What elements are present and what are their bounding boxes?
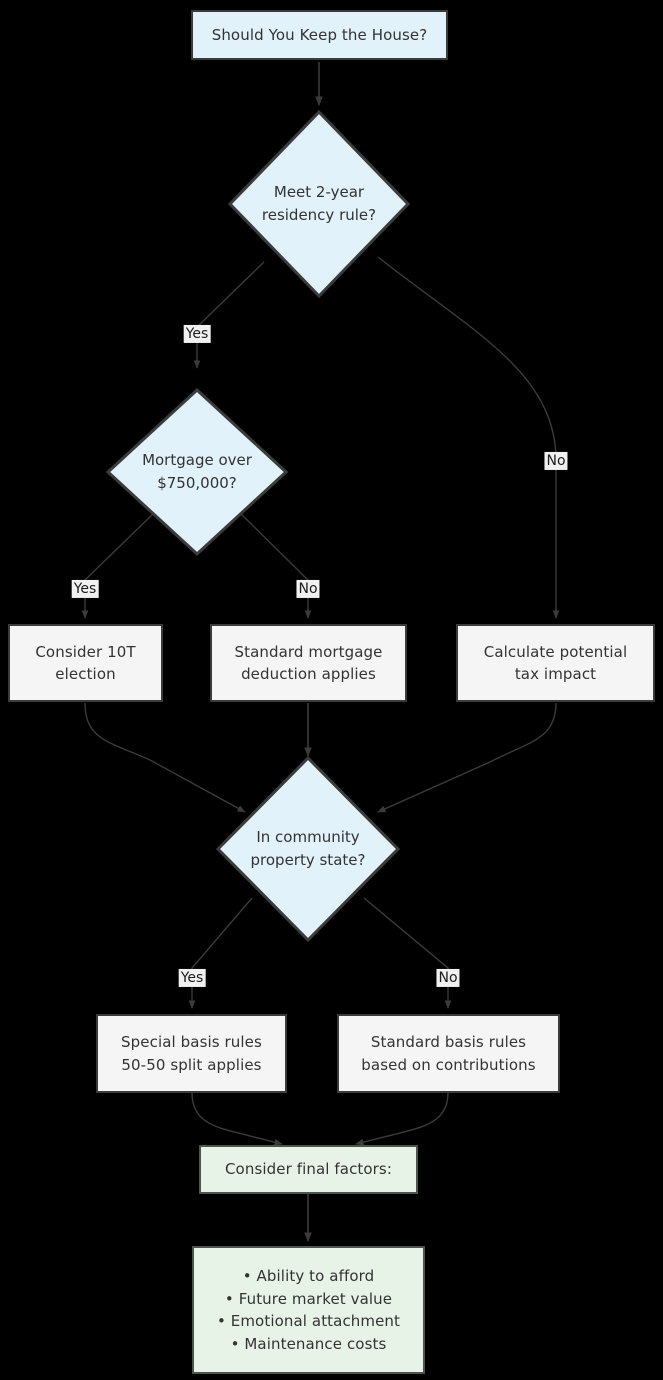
node-factors-list-label: • Ability to afford • Future market valu… <box>216 1267 401 1353</box>
edge-standard-basis-to-final-factors <box>355 1092 449 1146</box>
node-final-factors-label: Consider final factors: <box>224 1160 393 1179</box>
node-community[interactable]: In community property state? <box>216 756 400 942</box>
edge-label-community-yes: Yes <box>178 968 206 988</box>
edge-label-mortgage-yes: Yes <box>71 579 99 599</box>
node-mortgage[interactable]: Mortgage over $750,000? <box>106 388 288 556</box>
edge-label-residency-yes-text: Yes <box>185 325 209 342</box>
residency-diamond-shape <box>228 110 410 298</box>
edge-label-community-no: No <box>436 968 460 988</box>
community-diamond-shape <box>216 756 400 942</box>
node-start[interactable]: Should You Keep the House? <box>191 10 448 60</box>
edge-label-community-no-text: No <box>438 969 458 986</box>
mortgage-diamond-shape <box>106 388 288 556</box>
node-residency[interactable]: Meet 2-year residency rule? <box>228 110 410 298</box>
edge-label-residency-no-text: No <box>546 452 566 469</box>
edge-label-mortgage-yes-text: Yes <box>73 580 97 597</box>
node-factors-list[interactable]: • Ability to afford • Future market valu… <box>192 1246 425 1374</box>
edge-label-community-yes-text: Yes <box>180 969 204 986</box>
node-special-basis[interactable]: Special basis rules 50-50 split applies <box>96 1014 287 1093</box>
edge-tax-impact-to-community <box>377 702 557 813</box>
node-election[interactable]: Consider 10T election <box>8 624 163 702</box>
node-standard-basis[interactable]: Standard basis rules based on contributi… <box>337 1014 560 1093</box>
edge-label-mortgage-no-text: No <box>298 580 318 597</box>
edge-label-residency-no: No <box>544 451 568 471</box>
edge-residency-no-to-tax-impact <box>377 256 560 619</box>
edge-label-residency-yes: Yes <box>183 324 211 344</box>
node-election-label: Consider 10T election <box>35 642 136 684</box>
node-final-factors[interactable]: Consider final factors: <box>199 1145 418 1194</box>
node-standard-basis-label: Standard basis rules based on contributi… <box>361 1033 536 1074</box>
node-tax-impact[interactable]: Calculate potential tax impact <box>456 624 655 702</box>
node-start-label: Should You Keep the House? <box>211 25 428 44</box>
node-standard-deduction[interactable]: Standard mortgage deduction applies <box>210 624 407 702</box>
edge-label-mortgage-no: No <box>296 579 320 599</box>
edge-special-basis-to-final-factors <box>191 1092 283 1146</box>
node-standard-deduction-label: Standard mortgage deduction applies <box>234 642 383 684</box>
node-tax-impact-label: Calculate potential tax impact <box>483 642 628 684</box>
node-special-basis-label: Special basis rules 50-50 split applies <box>121 1033 262 1074</box>
